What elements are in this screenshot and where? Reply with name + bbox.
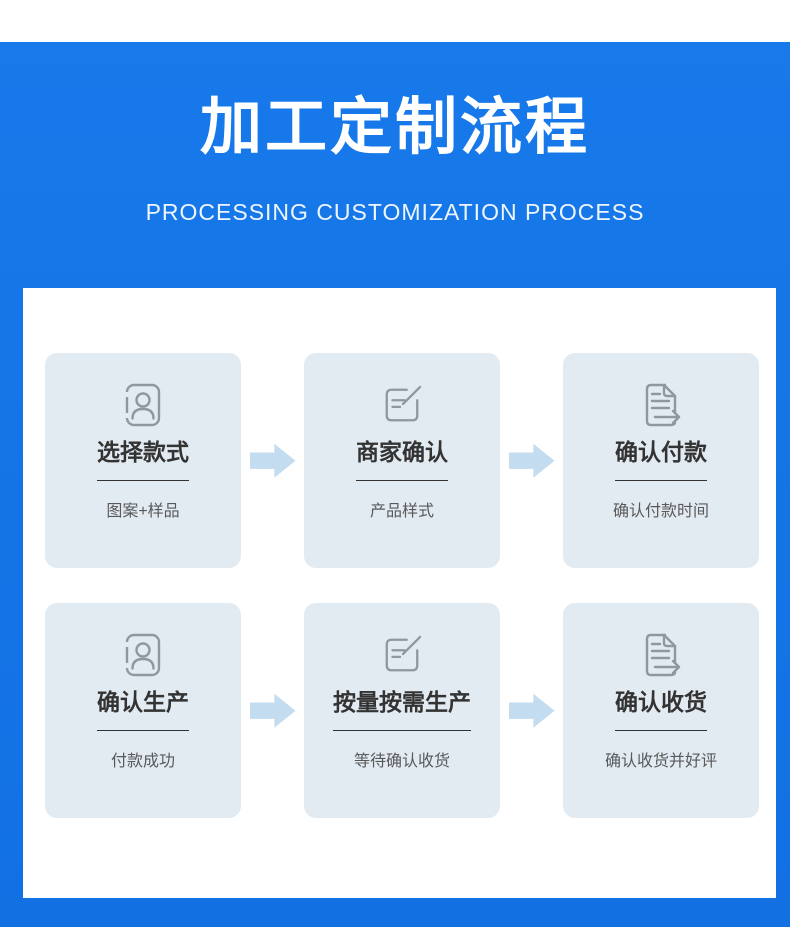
banner-subtitle: PROCESSING CUSTOMIZATION PROCESS [145,199,645,226]
flow-gap [500,353,563,568]
step-title: 按量按需生产 [333,689,471,731]
doc-send-icon [639,379,683,431]
edit-note-icon [380,379,424,431]
arrow-right-icon [508,443,555,478]
process-banner: 加工定制流程 PROCESSING CUSTOMIZATION PROCESS … [0,42,790,927]
step-subtitle: 确认收货并好评 [604,752,717,770]
edit-note-icon [380,629,424,681]
step-title: 确认付款 [615,439,707,481]
flow-gap [500,603,563,818]
step-subtitle: 付款成功 [110,752,175,770]
step-box-merchant-confirm: 商家确认 产品样式 [304,353,500,569]
id-card-user-icon [123,379,163,431]
step-box-confirm-receipt: 确认收货 确认收货并好评 [563,603,759,819]
arrow-right-icon [249,443,296,478]
process-row-2: 确认生产 付款成功 按量按需生产 等待确认收货 [45,603,759,819]
step-title: 确认生产 [97,689,189,731]
step-title: 商家确认 [356,439,448,481]
banner-title: 加工定制流程 [199,93,590,162]
step-subtitle: 产品样式 [369,502,434,520]
step-title: 确认收货 [615,689,707,731]
id-card-user-icon [123,629,163,681]
step-box-confirm-production: 确认生产 付款成功 [45,603,241,819]
flow-gap [241,603,304,818]
arrow-right-icon [508,693,555,728]
step-box-confirm-payment: 确认付款 确认付款时间 [563,353,759,569]
step-subtitle: 等待确认收货 [353,752,450,770]
flow-gap [241,353,304,568]
step-box-choose-style: 选择款式 图案+样品 [45,353,241,569]
step-subtitle: 确认付款时间 [612,502,709,520]
process-row-1: 选择款式 图案+样品 商家确认 产品样式 [45,353,759,569]
step-subtitle: 图案+样品 [106,502,180,520]
arrow-right-icon [249,693,296,728]
process-card: 选择款式 图案+样品 商家确认 产品样式 [23,288,776,899]
step-title: 选择款式 [97,439,189,481]
step-box-produce-on-demand: 按量按需生产 等待确认收货 [304,603,500,819]
doc-send-icon [639,629,683,681]
top-margin [0,0,790,42]
